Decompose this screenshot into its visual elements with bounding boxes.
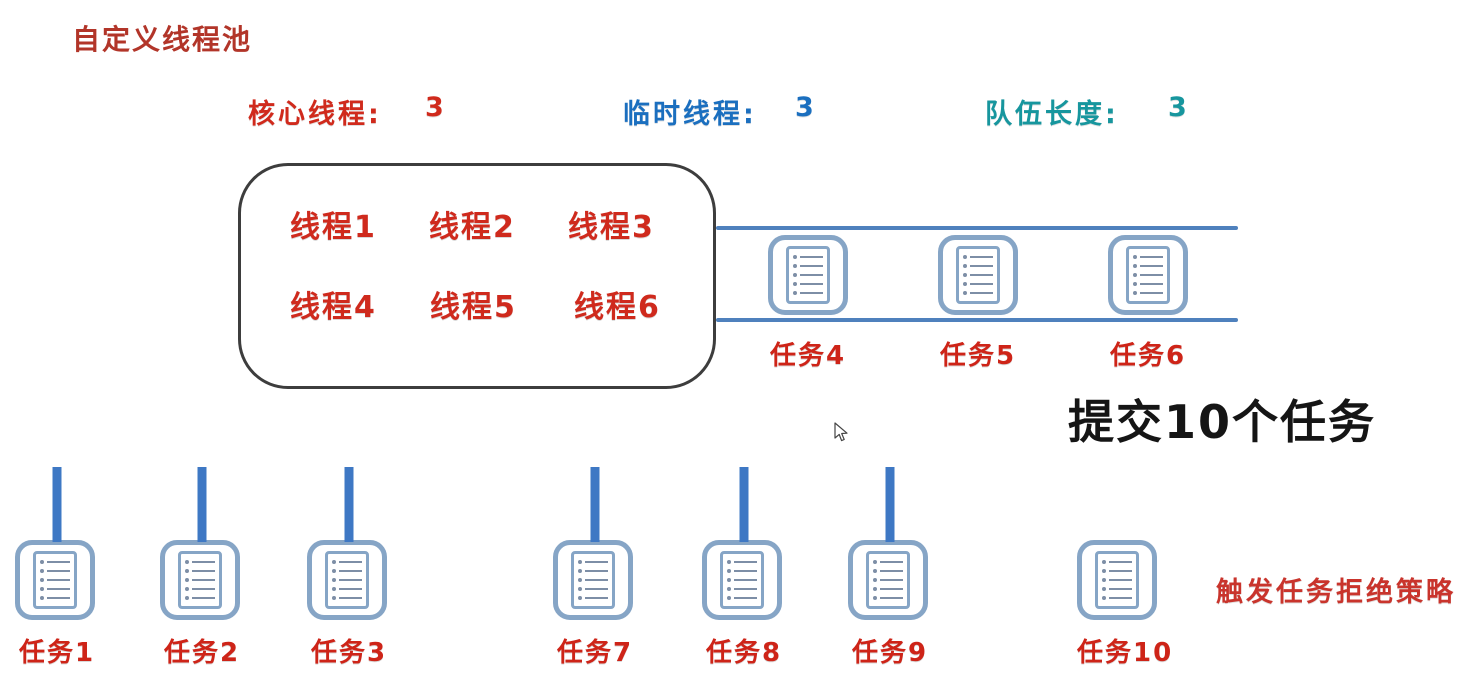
task-label: 任务3 xyxy=(310,638,388,668)
task-stem xyxy=(739,467,749,542)
task-stem xyxy=(885,467,895,542)
task-stem xyxy=(344,467,354,542)
thread-label: 线程5 xyxy=(430,290,517,325)
task-label: 任务4 xyxy=(769,341,847,371)
task-label: 任务7 xyxy=(556,638,634,668)
pending-task: 任务1 xyxy=(15,467,99,669)
queue-top-rail xyxy=(716,226,1238,230)
queue-task: 任务5 xyxy=(938,235,1018,372)
task-document-icon xyxy=(702,540,782,620)
thread-label: 线程1 xyxy=(290,210,377,245)
task-document-icon xyxy=(553,540,633,620)
task-document-icon xyxy=(1108,235,1188,315)
task-document-icon xyxy=(1077,540,1157,620)
pending-task: 任务8 xyxy=(702,467,786,669)
submit-tasks-note: 提交10个任务 xyxy=(1068,395,1377,449)
pending-task: 任务3 xyxy=(307,467,391,669)
pending-task: 任务7 xyxy=(553,467,637,669)
task-document-icon xyxy=(160,540,240,620)
core-threads-value: 3 xyxy=(425,92,447,123)
task-label: 任务8 xyxy=(705,638,783,668)
task-document-icon xyxy=(307,540,387,620)
temp-threads-value: 3 xyxy=(795,92,817,123)
thread-label: 线程6 xyxy=(574,290,661,325)
queue-task: 任务4 xyxy=(768,235,848,372)
task-stem xyxy=(197,467,207,542)
task-label: 任务1 xyxy=(18,638,96,668)
queue-task: 任务6 xyxy=(1108,235,1188,372)
task-document-icon xyxy=(938,235,1018,315)
task-label: 任务2 xyxy=(163,638,241,668)
queue-length-label: 队伍长度: xyxy=(985,99,1119,130)
pending-task: 任务2 xyxy=(160,467,244,669)
task-stem xyxy=(52,467,62,542)
page-title: 自定义线程池 xyxy=(72,23,253,56)
task-label: 任务9 xyxy=(851,638,929,668)
thread-label: 线程4 xyxy=(290,290,377,325)
task-document-icon xyxy=(15,540,95,620)
task-label: 任务6 xyxy=(1109,341,1187,371)
temp-threads-label: 临时线程: xyxy=(623,99,757,130)
pending-task: 任务9 xyxy=(848,467,932,669)
task-label: 任务10 xyxy=(1077,638,1174,668)
task-stem xyxy=(590,467,600,542)
core-threads-label: 核心线程: xyxy=(248,99,382,130)
task-document-icon xyxy=(768,235,848,315)
reject-policy-note: 触发任务拒绝策略 xyxy=(1216,577,1456,608)
task-label: 任务5 xyxy=(939,341,1017,371)
thread-label: 线程2 xyxy=(429,210,516,245)
thread-label: 线程3 xyxy=(568,210,655,245)
mouse-cursor-icon xyxy=(834,422,848,442)
pending-task: 任务10 xyxy=(1077,540,1171,669)
task-document-icon xyxy=(848,540,928,620)
thread-pool-box: 线程1 线程2 线程3 线程4 线程5 线程6 xyxy=(238,163,716,389)
queue-bottom-rail xyxy=(716,318,1238,322)
queue-length-value: 3 xyxy=(1168,92,1190,123)
